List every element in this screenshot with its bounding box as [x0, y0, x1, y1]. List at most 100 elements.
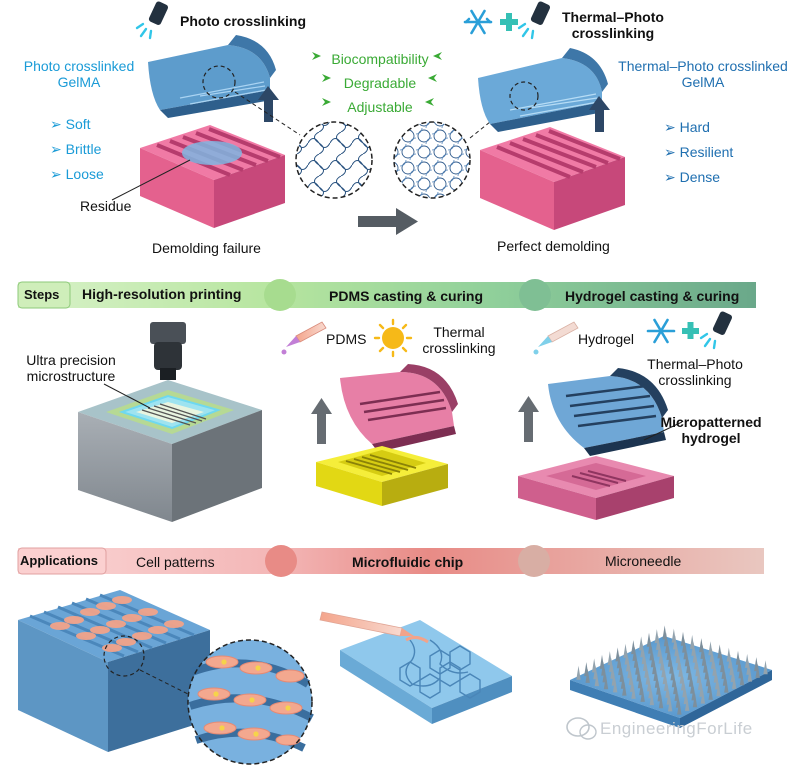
pink-mold-step3 — [518, 456, 674, 520]
microneedle-array — [570, 625, 772, 728]
right-prop-item: ➢ Hard — [664, 119, 710, 135]
pipette-icon — [319, 611, 414, 637]
snowflake-icon — [463, 9, 493, 35]
up-arrow-icon — [258, 86, 279, 122]
up-arrow-icon — [518, 396, 539, 442]
zoom-line — [234, 91, 301, 136]
hydrogel-label: Hydrogel — [578, 331, 635, 347]
watermark-text: EngineeringForLife — [600, 719, 753, 738]
tp-gelma-title-line1: Thermal–Photo crosslinked — [618, 58, 788, 74]
zoom-line — [469, 97, 521, 139]
right-arrow-icon — [358, 208, 418, 235]
microneedle-spike — [717, 644, 722, 659]
snowflake-icon — [646, 318, 676, 344]
left-prop-item: ➢ Soft — [50, 116, 91, 132]
applications-label: Applications — [20, 553, 99, 568]
app-microneedle: Microneedle — [605, 553, 682, 569]
flashlight-icon — [517, 1, 551, 40]
micropatterned-hydrogel-sheet — [548, 368, 668, 456]
microneedle-spike — [623, 643, 628, 658]
printer-nozzle — [150, 322, 186, 380]
center-prop-item: Degradable — [343, 75, 417, 91]
app-microfluidic-chip: Microfluidic chip — [352, 554, 464, 570]
right-prop-item: ➢ Resilient — [664, 144, 734, 160]
green-arrow-markers — [312, 52, 442, 106]
microneedle-spike — [744, 653, 750, 668]
right-prop-item: ➢ Dense — [664, 169, 721, 185]
tp-line1: Thermal–Photo — [647, 356, 743, 372]
microneedle-spike — [599, 654, 605, 669]
microneedle-spike — [671, 628, 677, 643]
residue-label: Residue — [80, 198, 132, 214]
cell-zoom-circle — [187, 639, 314, 765]
photo-crosslinking-label: Photo crosslinking — [180, 13, 307, 29]
steps-label: Steps — [24, 287, 60, 302]
pipette-icon — [281, 321, 327, 355]
microneedle-spike — [631, 640, 636, 655]
microneedle-spike — [708, 641, 713, 656]
thermal-crosslinking-label: Thermal crosslinking — [418, 324, 500, 356]
pdms-sheet — [340, 364, 458, 452]
left-prop-item: ➢ Loose — [50, 166, 104, 182]
up-arrow-icon — [589, 96, 610, 132]
pink-mold-right — [480, 127, 625, 230]
pdms-label: PDMS — [326, 331, 367, 347]
microneedle-spike — [662, 625, 667, 640]
pipette-icon — [533, 321, 579, 355]
wechat-logo-icon — [566, 717, 597, 740]
loose-network-circle — [295, 121, 373, 199]
steps-bar — [17, 279, 756, 311]
dense-network-circle — [393, 121, 471, 199]
right-property-list: ➢ Hard ➢ Resilient ➢ Dense — [664, 115, 733, 190]
microneedle-spike — [576, 665, 581, 680]
flashlight-icon — [135, 1, 169, 40]
zoom-circle-right — [509, 81, 539, 111]
step-hydrogel-casting: Hydrogel casting & curing — [565, 288, 740, 304]
micro-line1: Micropatterned — [660, 414, 762, 430]
photo-gelma-title-line2: GelMA — [57, 74, 101, 90]
thermal-photo-line2: crosslinking — [571, 25, 655, 41]
microneedle-spike — [591, 658, 597, 673]
microneedle-spike — [754, 657, 759, 672]
pink-mold-left — [140, 125, 285, 228]
zoom-circle-left — [202, 65, 236, 99]
plus-icon — [500, 13, 518, 31]
thermal-photo-label-top: Thermal–Photo crosslinking — [562, 9, 664, 41]
thermal-line2: crosslinking — [422, 340, 496, 356]
thermal-photo-gelma-title: Thermal–Photo crosslinked GelMA — [610, 58, 796, 90]
step-high-resolution-printing: High-resolution printing — [82, 286, 242, 302]
cell-pattern-block — [18, 590, 210, 752]
microneedle-spike — [607, 651, 613, 666]
microneedle-spike — [763, 660, 768, 675]
zoom-circle-cells — [103, 635, 145, 677]
microneedle-spike — [699, 638, 704, 653]
thermal-photo-line1: Thermal–Photo — [562, 9, 664, 25]
left-prop-item: ➢ Brittle — [50, 141, 102, 157]
left-property-list: ➢ Soft ➢ Brittle ➢ Loose — [50, 112, 104, 187]
photo-gelma-sheet — [148, 35, 276, 118]
flashlight-icon — [699, 311, 733, 350]
thermal-photo-gelma-sheet — [478, 48, 608, 132]
yellow-mold — [316, 446, 448, 506]
applications-bar — [17, 545, 764, 577]
microfluidic-chip — [340, 620, 512, 724]
tp-line2: crosslinking — [658, 372, 732, 388]
micro-pointer — [643, 421, 683, 441]
microneedle-spike — [654, 629, 660, 644]
photo-gelma-title-line1: Photo crosslinked — [23, 58, 135, 74]
app-cell-patterns: Cell patterns — [136, 554, 215, 570]
printed-block — [78, 380, 262, 522]
ultra-line2: microstructure — [26, 368, 116, 384]
microneedle-spike — [615, 647, 620, 662]
micropatterned-hydrogel-label: Micropatterned hydrogel — [656, 414, 766, 446]
thermal-photo-label-steps: Thermal–Photo crosslinking — [636, 356, 754, 388]
center-property-list: Biocompatibility Degradable Adjustable — [311, 47, 449, 119]
microneedle-spike — [689, 634, 695, 649]
microneedle-spike — [584, 662, 589, 677]
center-prop-item: Adjustable — [347, 99, 413, 115]
up-arrow-icon — [311, 398, 332, 444]
microneedle-spike — [726, 647, 732, 662]
plus-icon — [682, 322, 699, 339]
perfect-demolding-label: Perfect demolding — [497, 238, 610, 254]
